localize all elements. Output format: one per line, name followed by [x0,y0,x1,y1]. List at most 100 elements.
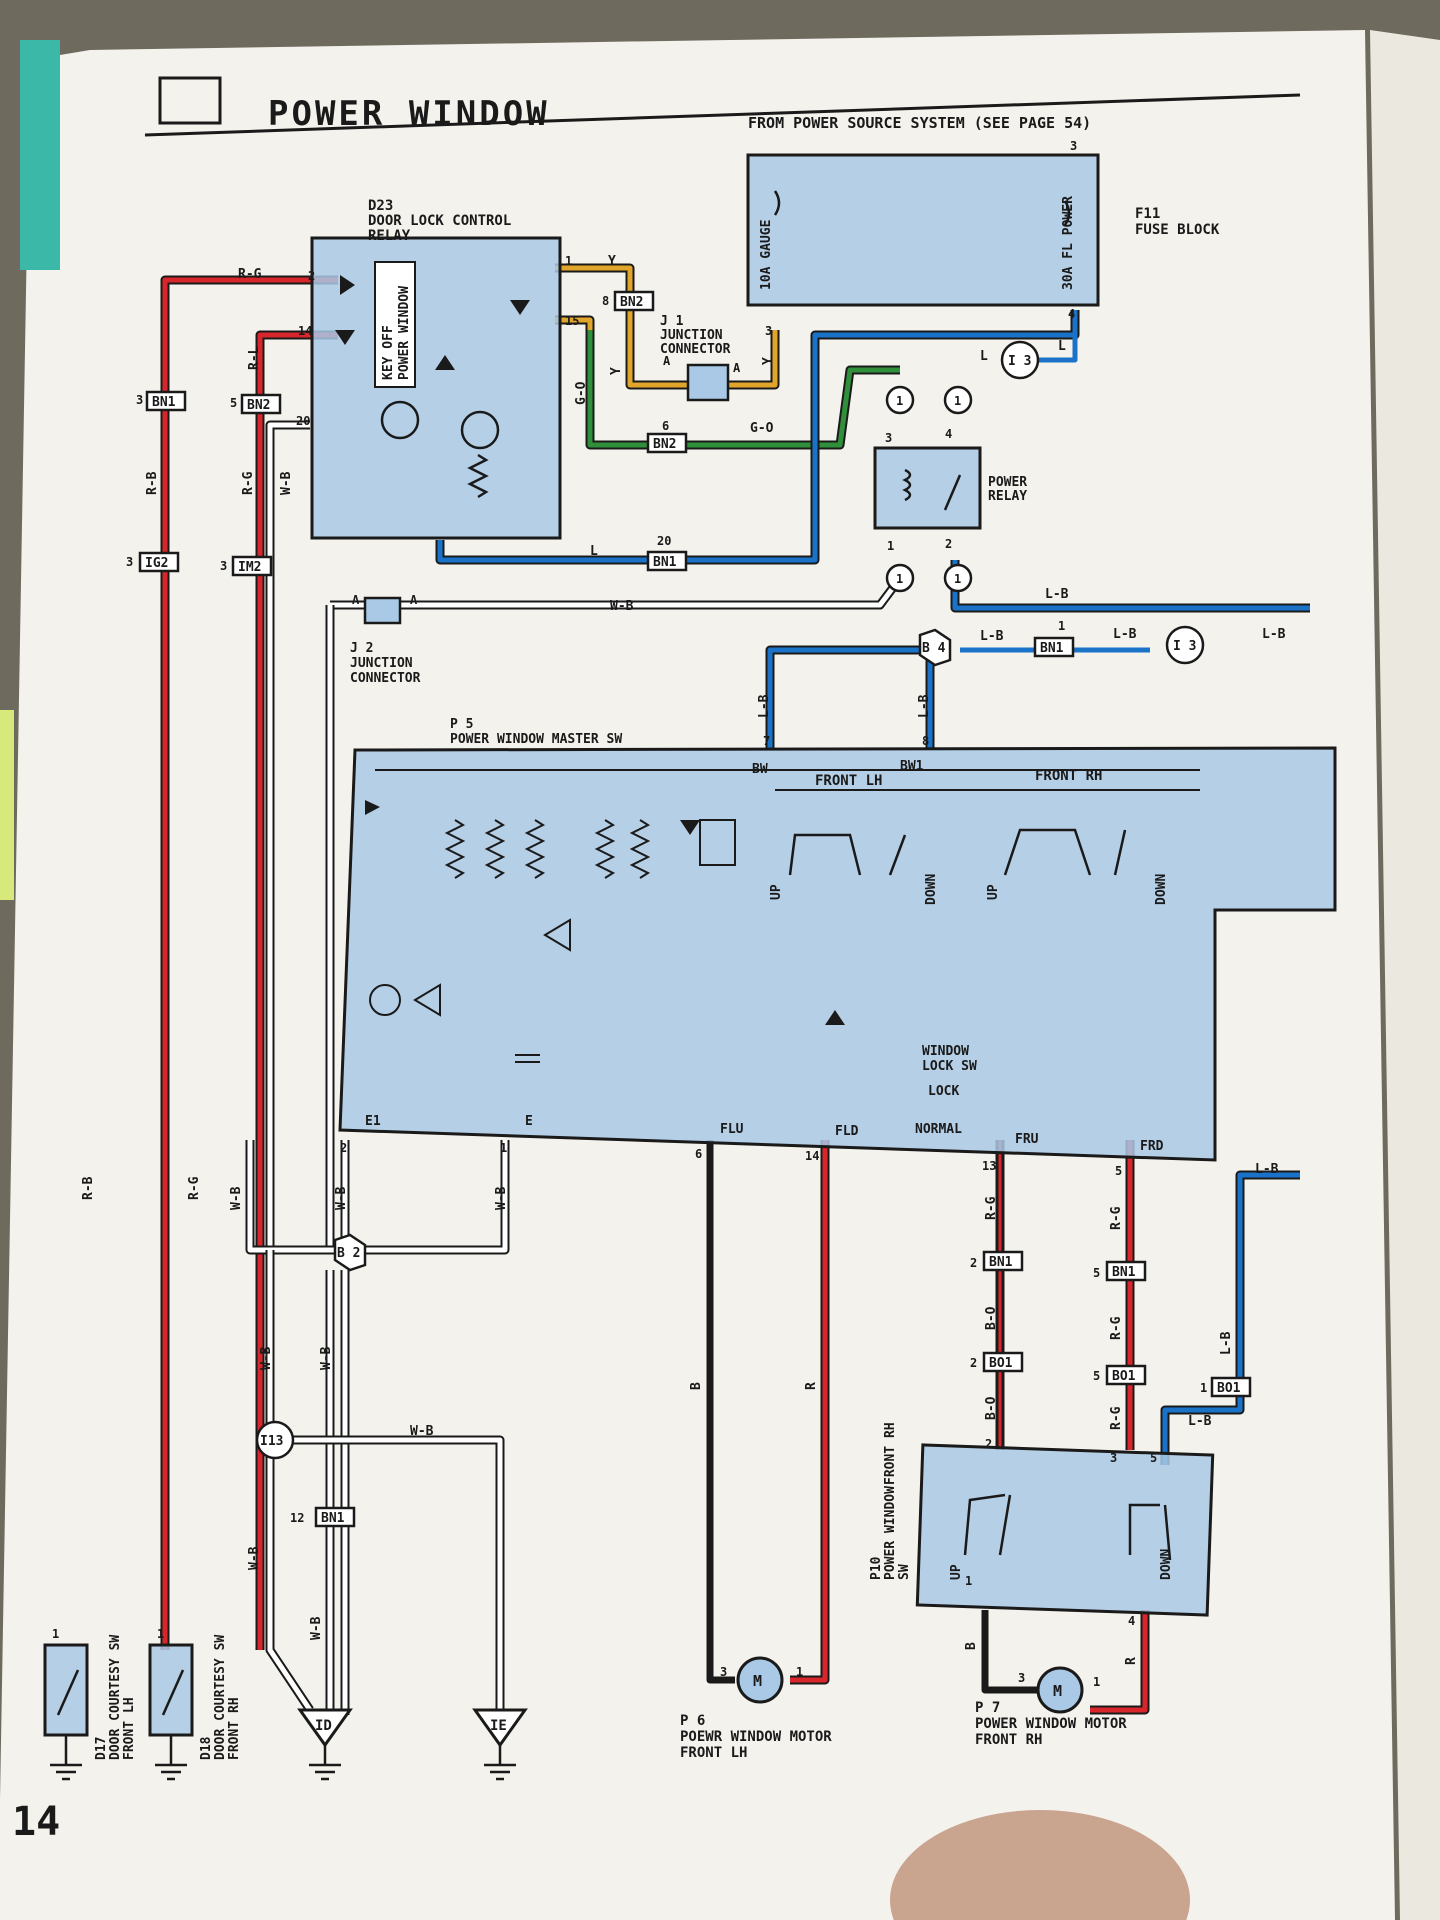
svg-text:2: 2 [970,1356,977,1370]
connector-i13 [255,1420,295,1460]
svg-text:R-G: R-G [1109,1316,1124,1340]
svg-text:J 2: J 2 [350,641,373,656]
svg-text:DOWN: DOWN [924,874,939,905]
svg-text:DOWN: DOWN [1159,1549,1174,1580]
yellow-tab [0,710,14,900]
svg-text:POEWR WINDOW MOTOR: POEWR WINDOW MOTOR [680,1729,832,1745]
svg-text:5: 5 [1150,1451,1157,1465]
svg-text:8: 8 [922,734,929,748]
d17-switch-icon [56,1669,80,1716]
connector-bn1 [1105,1260,1147,1282]
svg-text:14: 14 [805,1149,819,1163]
p5-box [338,746,1337,1162]
relay-coil-icon [902,468,912,502]
svg-text:R-B: R-B [145,471,160,495]
svg-text:FLU: FLU [720,1122,744,1137]
svg-text:G-O: G-O [750,421,774,436]
d23-box [310,236,562,540]
svg-text:D17: D17 [94,1737,109,1760]
svg-text:A: A [663,354,671,368]
svg-text:UP: UP [986,884,1001,900]
fuse-block-f11: 10A GAUGE 30A FL POWER F11 FUSE BLOCK [746,153,1220,307]
svg-text:L: L [590,544,598,559]
svg-text:1: 1 [500,1141,507,1155]
svg-text:CONNECTOR: CONNECTOR [660,342,731,357]
svg-text:FRONT LH: FRONT LH [680,1745,747,1761]
svg-text:UP: UP [949,1564,964,1580]
svg-text:3: 3 [1018,1671,1025,1685]
svg-text:13: 13 [982,1159,996,1173]
connector-b2 [333,1233,367,1272]
svg-text:2: 2 [340,1141,347,1155]
svg-text:UP: UP [769,884,784,900]
svg-text:BN1: BN1 [989,1255,1013,1270]
svg-text:5: 5 [1115,1164,1122,1178]
connector-bo1 [1105,1364,1147,1386]
svg-text:DOOR COURTESY SW: DOOR COURTESY SW [213,1635,228,1760]
connector-bo1 [982,1351,1024,1373]
svg-text:FRONT LH: FRONT LH [122,1697,137,1760]
svg-text:BW1: BW1 [900,759,924,774]
svg-text:A: A [733,361,741,375]
svg-text:M: M [1053,1682,1062,1700]
svg-text:W-B: W-B [610,599,634,614]
relay-d23: KEY OFF POWER WINDOW D23 DOOR LOCK CONTR… [310,198,562,540]
connector-bn2 [240,393,282,415]
power-source-note: FROM POWER SOURCE SYSTEM (SEE PAGE 54) [748,114,1091,132]
svg-text:L: L [1058,339,1066,354]
svg-text:Y: Y [761,357,776,365]
svg-text:W-B: W-B [259,1346,274,1370]
svg-text:WINDOW: WINDOW [922,1044,969,1059]
svg-text:R-G: R-G [187,1176,202,1200]
svg-text:5: 5 [230,396,237,410]
svg-text:IM2: IM2 [238,560,261,575]
d18-box [148,1643,194,1737]
car-window-icon [158,76,222,125]
svg-text:BN2: BN2 [653,437,676,452]
svg-text:B: B [689,1382,704,1390]
connector-b4 [918,628,952,667]
svg-text:FRONT RH: FRONT RH [227,1697,242,1760]
svg-text:L-B: L-B [1219,1331,1234,1355]
svg-text:DOOR LOCK CONTROL: DOOR LOCK CONTROL [368,213,511,229]
svg-text:BN1: BN1 [321,1511,345,1526]
thumb [890,1810,1190,1920]
svg-text:BN1: BN1 [152,395,176,410]
svg-text:KEY OFF: KEY OFF [381,325,396,380]
svg-text:M: M [753,1672,762,1690]
svg-text:POWER WINDOW MASTER SW: POWER WINDOW MASTER SW [450,732,622,747]
svg-text:W-B: W-B [319,1346,334,1370]
svg-text:6: 6 [662,419,669,433]
svg-text:3: 3 [1070,139,1077,153]
connector-1 [885,563,915,593]
svg-text:1: 1 [52,1627,59,1641]
svg-text:POWER: POWER [988,475,1027,490]
page-title: POWER WINDOW [268,94,550,134]
op-amp-icon [413,983,441,1017]
svg-text:BN1: BN1 [1040,641,1064,656]
motor-icon [1036,1666,1084,1714]
svg-text:RELAY: RELAY [368,228,411,244]
ground-points: ID IE [297,1708,528,1781]
svg-text:D18: D18 [199,1736,214,1760]
svg-text:E1: E1 [365,1114,381,1129]
svg-text:1: 1 [1093,1675,1100,1689]
junction-connector-j1: J 1 JUNCTION CONNECTOR [660,314,731,402]
svg-text:1: 1 [887,539,894,553]
svg-text:2: 2 [970,1256,977,1270]
svg-text:1: 1 [896,572,903,586]
svg-text:1: 1 [1058,619,1065,633]
svg-text:5: 5 [1093,1369,1100,1383]
connector-bn2 [646,432,688,454]
connector-i3 [1165,625,1205,665]
ground-icon [155,1735,187,1781]
power-relay-box [873,446,982,530]
svg-text:FRONT RH: FRONT RH [883,1422,898,1485]
svg-text:L-B: L-B [980,629,1004,644]
ground-icon [50,1735,82,1781]
svg-text:1: 1 [1200,1381,1207,1395]
svg-text:L-B: L-B [1188,1414,1212,1429]
resistor-icon [484,819,506,879]
